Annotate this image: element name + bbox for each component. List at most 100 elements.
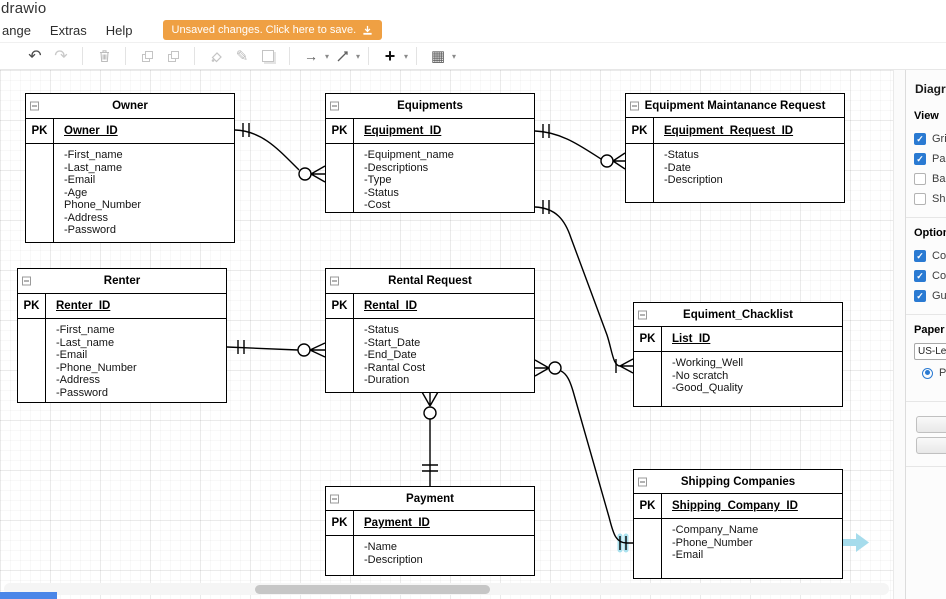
checkbox-shado[interactable]: [914, 193, 926, 205]
connector-markers-equipments-maintanance[interactable]: [542, 124, 626, 170]
to-back-icon[interactable]: [163, 46, 183, 66]
pk-field: Payment_ID: [364, 517, 430, 529]
connector-markers-rental-payment[interactable]: [421, 391, 439, 472]
shadow-icon[interactable]: [258, 46, 278, 66]
toolbar-separator: [368, 47, 370, 65]
checkbox-page[interactable]: ✓: [914, 153, 926, 165]
fill-color-icon[interactable]: [206, 46, 226, 66]
waypoint-style-icon[interactable]: [332, 46, 352, 66]
collapse-icon[interactable]: [330, 494, 339, 503]
menubar: ange Extras Help Unsaved changes. Click he…: [0, 18, 946, 42]
panel-button-2[interactable]: [916, 437, 946, 454]
collapse-icon[interactable]: [30, 101, 39, 111]
collapse-icon[interactable]: [638, 477, 647, 486]
connector-rental-shipping[interactable]: [560, 370, 633, 544]
entity-title: Renter: [103, 275, 141, 287]
connector-circle-rental-payment[interactable]: [423, 406, 437, 420]
table-icon[interactable]: ▦: [430, 48, 446, 65]
paper-size-select[interactable]: US-Lette: [914, 342, 946, 360]
menu-item-arrange[interactable]: ange: [2, 22, 31, 38]
checkbox-label: Grid: [932, 133, 946, 145]
chevron-down-icon[interactable]: ▾: [452, 51, 457, 61]
entity-header: Shipping Companies: [634, 470, 842, 494]
entity-title: Rental Request: [388, 275, 472, 287]
pk-label: PK: [18, 294, 46, 318]
connector-owner-equipments[interactable]: [234, 129, 300, 171]
vertical-scrollbar[interactable]: [893, 70, 905, 599]
entity-title: Equiment_Chacklist: [683, 308, 793, 321]
panel-button-1[interactable]: [916, 416, 946, 433]
chevron-down-icon[interactable]: ▾: [404, 51, 409, 61]
connector-renter-rental[interactable]: [226, 346, 299, 351]
unsaved-changes-button[interactable]: Unsaved changes. Click here to save.: [162, 20, 383, 40]
connector-circle-renter-rental[interactable]: [297, 343, 311, 357]
attribute: -Working_Well: [672, 357, 744, 369]
attribute: -Name: [364, 541, 398, 553]
tab-diagram[interactable]: Diagr: [915, 82, 946, 96]
insert-icon[interactable]: +: [384, 46, 396, 66]
connection-style-icon[interactable]: →: [304, 48, 318, 64]
connector-equipments-maintanance[interactable]: [534, 130, 602, 160]
connector-circle-owner-equipments[interactable]: [298, 167, 312, 181]
attribute: -Email: [64, 174, 96, 186]
panel-row: ✓Conn: [914, 266, 946, 286]
entity-body: -First_name-Last_name-Email-Phone_Number…: [18, 319, 226, 402]
checkbox-conn[interactable]: ✓: [914, 250, 926, 262]
collapse-icon[interactable]: [638, 310, 647, 319]
horizontal-scrollbar-thumb[interactable]: [255, 584, 490, 594]
chevron-down-icon[interactable]: ▾: [356, 51, 361, 61]
connector-markers-equipments-chacklist[interactable]: [542, 200, 634, 374]
connector-circle-rental-shipping[interactable]: [548, 361, 562, 375]
checkbox-guide[interactable]: ✓: [914, 290, 926, 302]
redo-icon[interactable]: ↷: [54, 48, 68, 65]
delete-icon[interactable]: [94, 46, 114, 66]
connector-circle-equipments-maintanance[interactable]: [600, 154, 614, 168]
pk-column-spacer: [326, 144, 354, 212]
direction-arrow-icon[interactable]: [843, 533, 869, 552]
panel-row: ✓Conn: [914, 246, 946, 266]
checkbox-label: Backg: [932, 173, 946, 185]
horizontal-scrollbar[interactable]: [4, 583, 889, 595]
connector-equipments-chacklist[interactable]: [534, 206, 621, 367]
menu-item-help[interactable]: Help: [105, 22, 133, 38]
radio-portrait[interactable]: [922, 367, 933, 379]
connector-markers-rental-shipping[interactable]: [534, 359, 627, 550]
checkbox-backg[interactable]: [914, 173, 926, 185]
menu-item-extras[interactable]: Extras: [49, 22, 87, 38]
entity-body: -Name-Description: [326, 536, 534, 575]
connector-markers-renter-rental[interactable]: [237, 340, 326, 358]
collapse-icon[interactable]: [330, 101, 339, 111]
pk-field: Equipment_ID: [364, 125, 442, 137]
connector-markers-owner-equipments[interactable]: [242, 123, 326, 183]
chevron-down-icon[interactable]: ▾: [325, 51, 330, 61]
collapse-icon[interactable]: [330, 276, 339, 286]
checkbox-conn[interactable]: ✓: [914, 270, 926, 282]
collapse-icon[interactable]: [22, 276, 31, 286]
connector-highlight-rental-shipping[interactable]: [617, 533, 629, 553]
undo-icon[interactable]: ↶: [28, 48, 42, 65]
to-front-icon[interactable]: [137, 46, 157, 66]
checkbox-grid[interactable]: ✓: [914, 133, 926, 145]
collapse-icon[interactable]: [630, 101, 639, 110]
line-color-icon[interactable]: ✎: [235, 48, 249, 65]
panel-section-paper-si: Paper SiUS-LettePort: [906, 314, 946, 391]
entity-header: Renter: [18, 269, 226, 294]
